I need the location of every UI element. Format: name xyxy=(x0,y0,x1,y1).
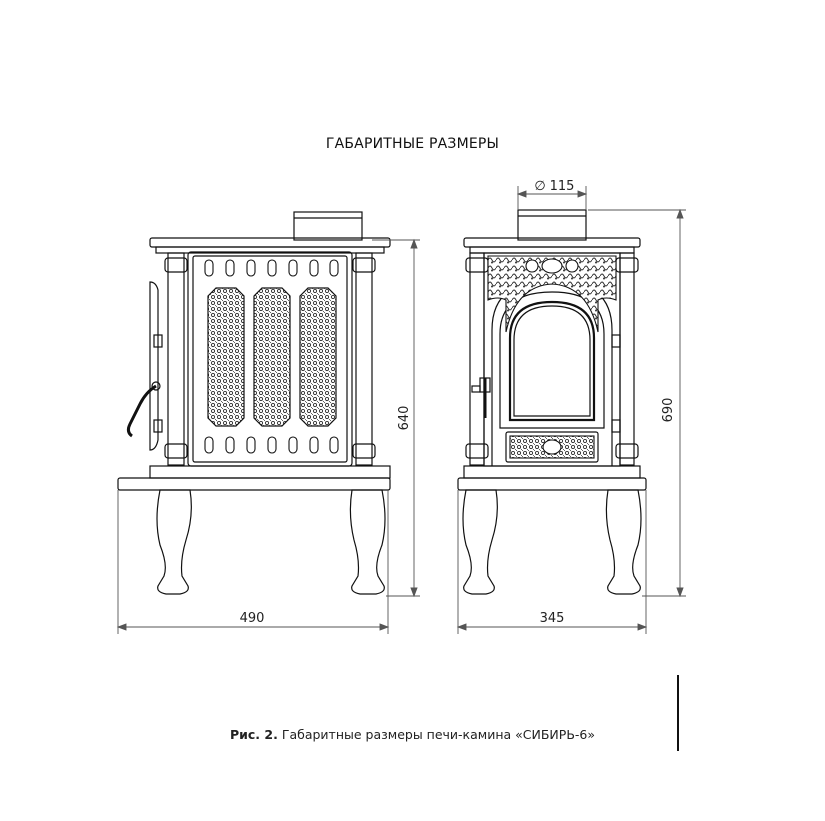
front-height-label: 690 xyxy=(661,398,676,423)
side-flue-pipe xyxy=(293,211,363,241)
front-base-plate xyxy=(457,477,647,491)
front-view xyxy=(457,209,647,595)
caption-model: «СИБИРЬ-6» xyxy=(515,727,596,742)
side-door-edge xyxy=(149,281,159,451)
front-leg-left xyxy=(462,489,498,595)
side-leg-right xyxy=(349,489,386,595)
front-right-column xyxy=(619,252,635,466)
page-margin-bar xyxy=(677,675,679,751)
side-right-column xyxy=(355,252,373,466)
side-height-label: 640 xyxy=(397,406,412,431)
front-top-plate xyxy=(463,237,641,248)
front-width-label: 345 xyxy=(540,611,565,626)
front-ash-drawer xyxy=(505,431,599,463)
side-top-plate xyxy=(149,237,391,248)
side-leg-left xyxy=(156,489,192,595)
side-width-label: 490 xyxy=(240,611,265,626)
flue-diameter-symbol: ∅ xyxy=(534,179,545,194)
side-base-plate xyxy=(117,477,391,491)
front-ornament xyxy=(487,255,617,459)
side-panel-slots xyxy=(204,259,339,454)
flue-diameter-label: 115 xyxy=(550,179,575,194)
front-flue-pipe xyxy=(517,209,587,241)
side-view xyxy=(117,211,391,595)
side-ornament-panels xyxy=(207,287,337,427)
front-left-column xyxy=(469,252,485,466)
figure-label: Рис. 2. xyxy=(229,727,278,742)
front-door-frame xyxy=(499,291,605,429)
figure-caption: Рис. 2. Габаритные размеры печи-камина «… xyxy=(0,727,825,742)
side-door-handle xyxy=(126,384,157,438)
caption-text: Габаритные размеры печи-камина xyxy=(277,727,516,742)
diagram-title: ГАБАРИТНЫЕ РАЗМЕРЫ xyxy=(325,136,500,152)
front-door-glass xyxy=(508,300,596,422)
dimension-lines xyxy=(116,186,686,634)
side-left-column xyxy=(167,252,185,466)
front-leg-right xyxy=(605,489,642,595)
